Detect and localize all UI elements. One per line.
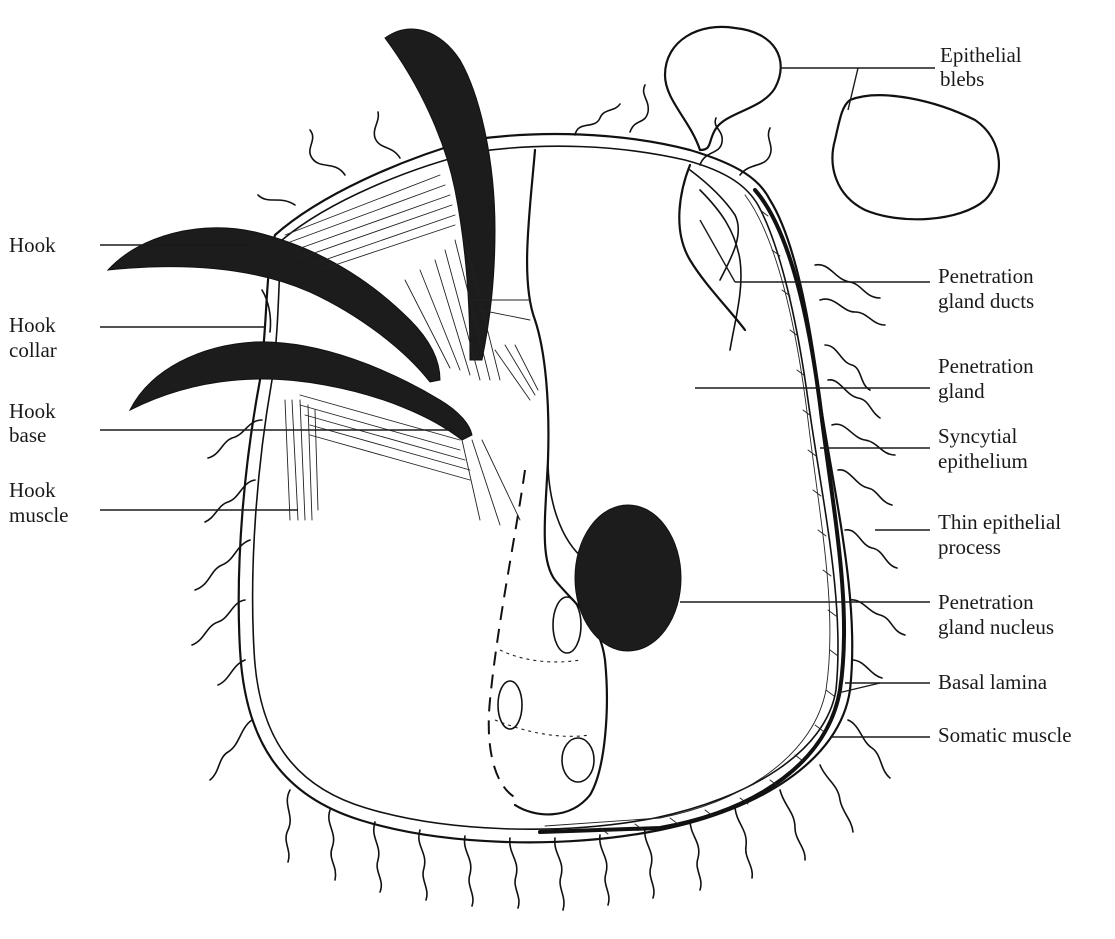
cell-nucleus-1 [553,597,581,653]
process-right [832,424,895,455]
label-thin-epithelial-process-l1: Thin epithelial [938,510,1061,534]
germinative-cells [489,460,607,814]
label-somatic-muscle-l1: Somatic muscle [938,723,1072,747]
label-penetration-gland-nucleus: Penetration gland nucleus [680,590,1054,639]
upper-bleb [665,27,781,150]
label-penetration-gland-nucleus-l1: Penetration [938,590,1034,614]
process-bottom [510,838,519,908]
gland-duct-1 [690,170,738,280]
penetration-gland-nucleus [575,505,681,651]
process-bottom [374,822,382,892]
process-bottom [690,820,701,890]
cell-nucleus-2 [498,681,522,729]
label-thin-epithelial-process: Thin epithelial process [875,510,1061,559]
process-right [820,299,885,325]
process-bottom [780,790,805,860]
process-left [208,420,262,458]
process-left [210,720,252,780]
process-right [850,600,905,635]
process-topleft [374,112,400,158]
inner-epithelium [253,146,838,829]
process-bottom [555,838,564,910]
label-basal-lamina: Basal lamina [838,670,1048,694]
gland-neck [527,150,548,460]
label-syncytial-epithelium-l1: Syncytial [938,424,1017,448]
label-hook-collar-l2: collar [9,338,57,362]
label-hook-base-l2: base [9,423,46,447]
label-hook-l1: Hook [9,233,56,257]
process-bottom [600,835,609,905]
thin-epithelial-processes [192,85,905,910]
process-right [825,345,870,390]
label-hook-muscle-l2: muscle [9,503,68,527]
label-penetration-gland-nucleus-l2: gland nucleus [938,615,1054,639]
process-bottom [735,808,752,878]
process-top [630,85,648,132]
label-penetration-gland: Penetration gland [695,354,1034,403]
label-penetration-gland-l2: gland [938,379,985,403]
process-topleft [258,195,295,205]
cell-nucleus-3 [562,738,594,782]
label-penetration-gland-ducts-l1: Penetration [938,264,1034,288]
process-left [195,540,250,590]
label-hook-muscle-l1: Hook [9,478,56,502]
label-hook-base-l1: Hook [9,399,56,423]
lower-bleb [833,95,999,219]
muscle-base-fan [300,395,520,525]
label-thin-epithelial-process-l2: process [938,535,1001,559]
process-left [192,600,245,645]
label-hook-collar-l1: Hook [9,313,56,337]
label-penetration-gland-ducts-l2: gland ducts [938,289,1034,313]
process-bottom [419,830,427,900]
label-basal-lamina-l1: Basal lamina [938,670,1048,694]
process-right [845,530,897,568]
cell-internal-boundary [495,650,590,736]
cell-outline [515,460,607,814]
process-bottom [329,810,336,880]
process-right [848,720,890,778]
process-bottom [645,828,654,898]
process-bottom [465,836,473,906]
label-penetration-gland-ducts: Penetration gland ducts [700,220,1034,313]
process-top [575,104,620,135]
process-bottom [286,790,290,862]
process-top [740,128,771,175]
label-syncytial-epithelium-l2: epithelium [938,449,1028,473]
process-right [852,660,882,678]
label-epithelial-blebs-l1: Epithelial [940,43,1022,67]
process-topleft [310,130,345,175]
process-right [828,380,880,418]
muscle-right-column [495,345,538,400]
process-right [838,470,892,505]
hooks [108,29,495,440]
label-penetration-gland-l1: Penetration [938,354,1034,378]
process-bottom [820,765,853,832]
label-epithelial-blebs-l2: blebs [940,67,984,91]
process-left [205,480,255,522]
muscle-left-column [285,400,318,520]
label-epithelial-blebs: Epithelial blebs [780,43,1022,110]
hook-upper [385,29,495,360]
